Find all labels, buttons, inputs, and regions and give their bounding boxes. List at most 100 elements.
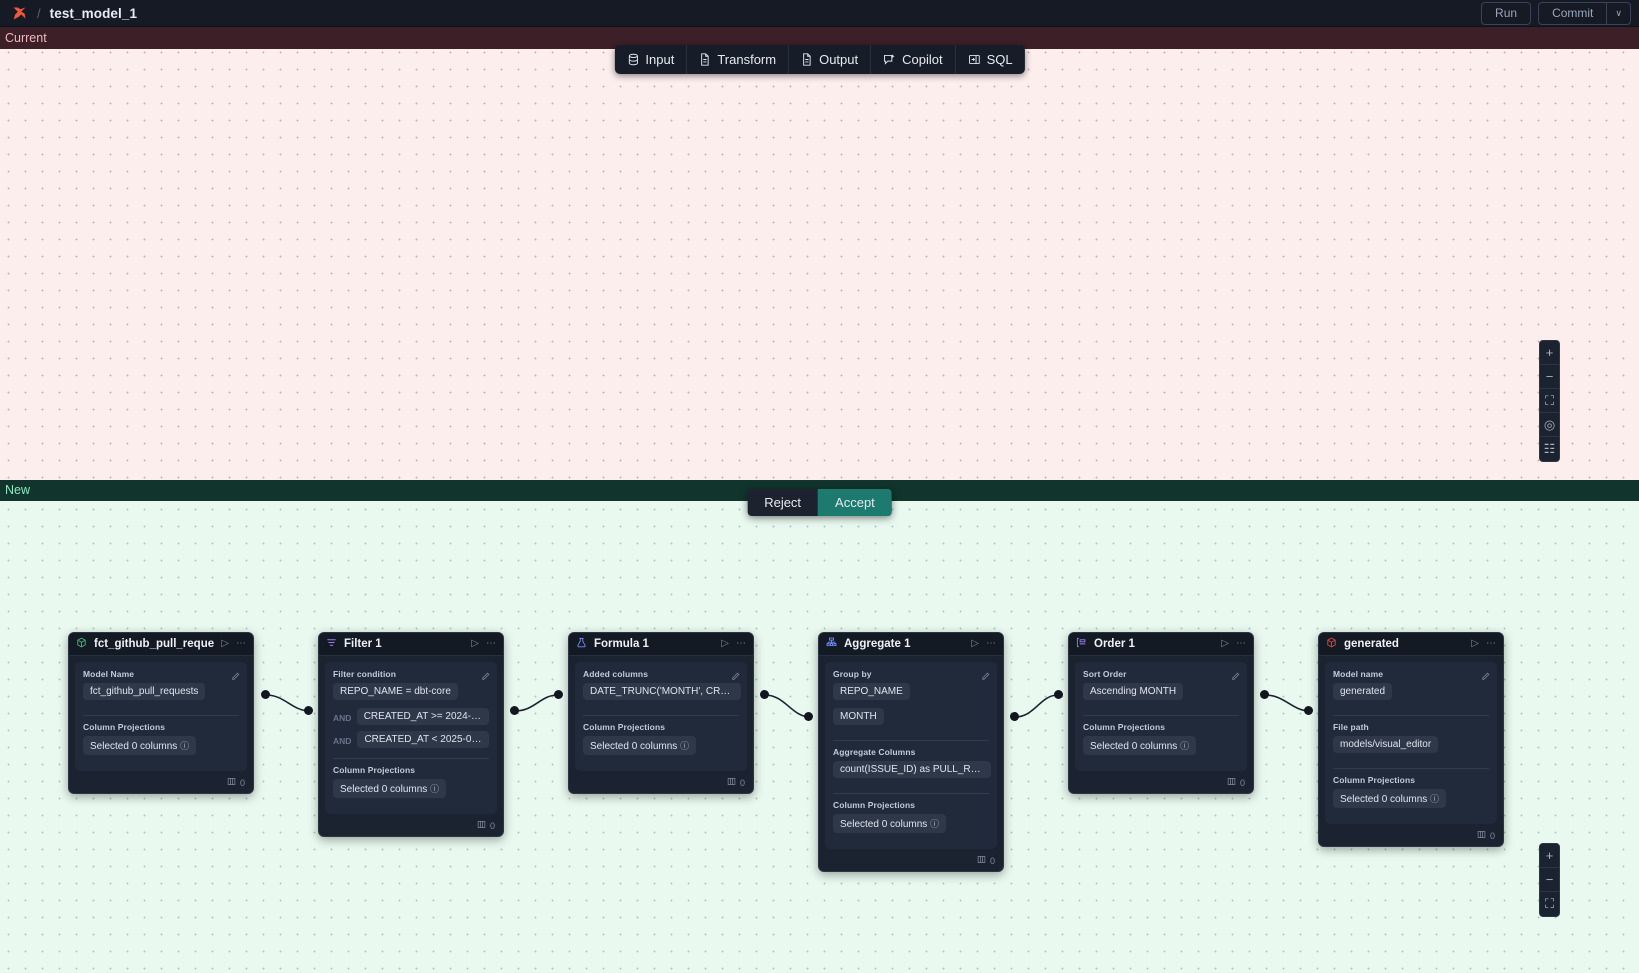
toolbar-item-input[interactable]: Input: [614, 45, 688, 74]
info-icon[interactable]: ⓘ: [1180, 741, 1190, 751]
chip-row: Selected 0 columns ⓘ: [83, 736, 239, 763]
canvas-current[interactable]: [0, 27, 1639, 480]
run-node-icon[interactable]: ▷: [471, 638, 479, 649]
run-node-icon[interactable]: ▷: [221, 638, 229, 649]
node-menu-icon[interactable]: ⋯: [986, 638, 996, 649]
info-icon[interactable]: ⓘ: [430, 784, 440, 794]
node-menu-icon[interactable]: ⋯: [236, 638, 246, 649]
value-chip[interactable]: DATE_TRUNC('MONTH', CREATED_AT…: [583, 683, 741, 700]
value-chip[interactable]: REPO_NAME = dbt-core: [333, 683, 458, 700]
fit-view-button[interactable]: ⛶: [1544, 896, 1555, 911]
node-title: Aggregate 1: [844, 638, 911, 650]
zoom-out-button[interactable]: −: [1540, 365, 1559, 389]
chip-row: Selected 0 columns ⓘ: [333, 779, 489, 806]
run-button[interactable]: Run: [1481, 1, 1532, 25]
zoom-out-button[interactable]: −: [1540, 868, 1559, 892]
value-chip[interactable]: Selected 0 columns ⓘ: [83, 736, 197, 755]
value-chip[interactable]: MONTH: [833, 708, 884, 725]
run-node-icon[interactable]: ▷: [1221, 638, 1229, 649]
node-menu-icon[interactable]: ⋯: [1486, 638, 1496, 649]
edit-icon[interactable]: [981, 668, 990, 686]
value-chip[interactable]: Selected 0 columns ⓘ: [1333, 789, 1447, 808]
x-logo-icon[interactable]: [8, 2, 30, 24]
toolbar-item-transform[interactable]: Transform: [687, 45, 790, 74]
info-icon[interactable]: ⓘ: [1430, 794, 1440, 804]
chip-row: Selected 0 columns ⓘ: [583, 736, 739, 763]
toolbar-item-output[interactable]: Output: [789, 45, 872, 74]
value-chip[interactable]: Selected 0 columns ⓘ: [333, 779, 447, 798]
minimap-button[interactable]: ☷: [1543, 441, 1556, 456]
table-rows-icon: [727, 777, 736, 788]
edit-icon[interactable]: [231, 668, 240, 686]
cube-red-icon: [1326, 635, 1337, 653]
field-label: Column Projections: [333, 765, 416, 775]
toolbar-item-sql[interactable]: SQL: [956, 45, 1025, 74]
page-title: test_model_1: [49, 5, 138, 21]
info-icon[interactable]: ⓘ: [180, 741, 190, 751]
edit-icon[interactable]: [1231, 668, 1240, 686]
chip-row: count(ISSUE_ID) as PULL_REQUEST_…: [833, 761, 991, 786]
commit-button[interactable]: Commit: [1552, 5, 1594, 20]
document-icon: [801, 53, 813, 66]
edit-icon[interactable]: [1481, 668, 1490, 686]
edge-port: [804, 712, 813, 721]
value-chip[interactable]: count(ISSUE_ID) as PULL_REQUEST_…: [833, 761, 991, 778]
value-chip[interactable]: Selected 0 columns ⓘ: [1083, 736, 1197, 755]
edit-icon[interactable]: [731, 668, 740, 686]
node-menu-icon[interactable]: ⋯: [486, 638, 496, 649]
recenter-button[interactable]: ◎: [1540, 413, 1559, 437]
run-node-icon[interactable]: ▷: [1471, 638, 1479, 649]
fit-view-button[interactable]: ⛶: [1540, 389, 1559, 413]
value-chip[interactable]: fct_github_pull_requests: [83, 683, 206, 700]
commit-split-button[interactable]: Commit ∨: [1538, 1, 1631, 25]
node-header[interactable]: Filter 1▷⋯: [319, 633, 503, 656]
run-node-icon[interactable]: ▷: [721, 638, 729, 649]
run-node-icon[interactable]: ▷: [971, 638, 979, 649]
table-rows-icon: [477, 820, 486, 831]
table-rows-icon: [1227, 777, 1236, 788]
zoom-in-button[interactable]: +: [1540, 341, 1559, 365]
node-header[interactable]: Formula 1▷⋯: [569, 633, 753, 656]
node-header[interactable]: fct_github_pull_requests▷⋯: [69, 633, 253, 656]
condition-chip[interactable]: CREATED_AT < 2025-03-01: [357, 731, 489, 748]
hierarchy-icon: [826, 635, 837, 653]
value-chip[interactable]: models/visual_editor: [1333, 736, 1439, 753]
node-header[interactable]: Aggregate 1 ▷ ⋯: [819, 633, 1003, 656]
node-header[interactable]: generated▷⋯: [1319, 633, 1503, 656]
node-header[interactable]: Order 1▷⋯: [1069, 633, 1253, 656]
value-chip[interactable]: Ascending MONTH: [1083, 683, 1184, 700]
reject-button[interactable]: Reject: [764, 495, 802, 510]
divider: [583, 715, 739, 716]
condition-chip[interactable]: CREATED_AT >= 2024-12-01: [356, 708, 489, 725]
zoom-in-button[interactable]: +: [1540, 844, 1559, 868]
info-icon[interactable]: ⓘ: [680, 741, 690, 751]
field-label: Column Projections: [833, 800, 916, 810]
field-label: Column Projections: [1083, 722, 1166, 732]
value-chip[interactable]: Selected 0 columns ⓘ: [583, 736, 697, 755]
edit-icon[interactable]: [481, 668, 490, 686]
node-footer: 0: [569, 777, 753, 793]
value-chip[interactable]: REPO_NAME: [833, 683, 910, 700]
value-chip[interactable]: Selected 0 columns ⓘ: [833, 814, 947, 833]
info-icon[interactable]: ⓘ: [930, 819, 940, 829]
chevron-down-icon[interactable]: ∨: [1606, 2, 1630, 24]
node-menu-icon[interactable]: ⋯: [1236, 638, 1246, 649]
value-chip[interactable]: generated: [1333, 683, 1393, 700]
divider: [833, 740, 989, 741]
filter-icon: [326, 635, 337, 653]
node-footer: 0: [1319, 830, 1503, 846]
node-source[interactable]: fct_github_pull_requests ▷ ⋯ Model Namefct_…: [68, 632, 254, 794]
chip-row: generated: [1333, 683, 1489, 708]
node-menu-icon[interactable]: ⋯: [736, 638, 746, 649]
field-label: Column Projections: [1333, 775, 1416, 785]
toolbar-item-copilot[interactable]: Copilot: [871, 45, 956, 74]
accept-button[interactable]: Accept: [818, 489, 892, 516]
sort-icon: [1076, 635, 1087, 653]
